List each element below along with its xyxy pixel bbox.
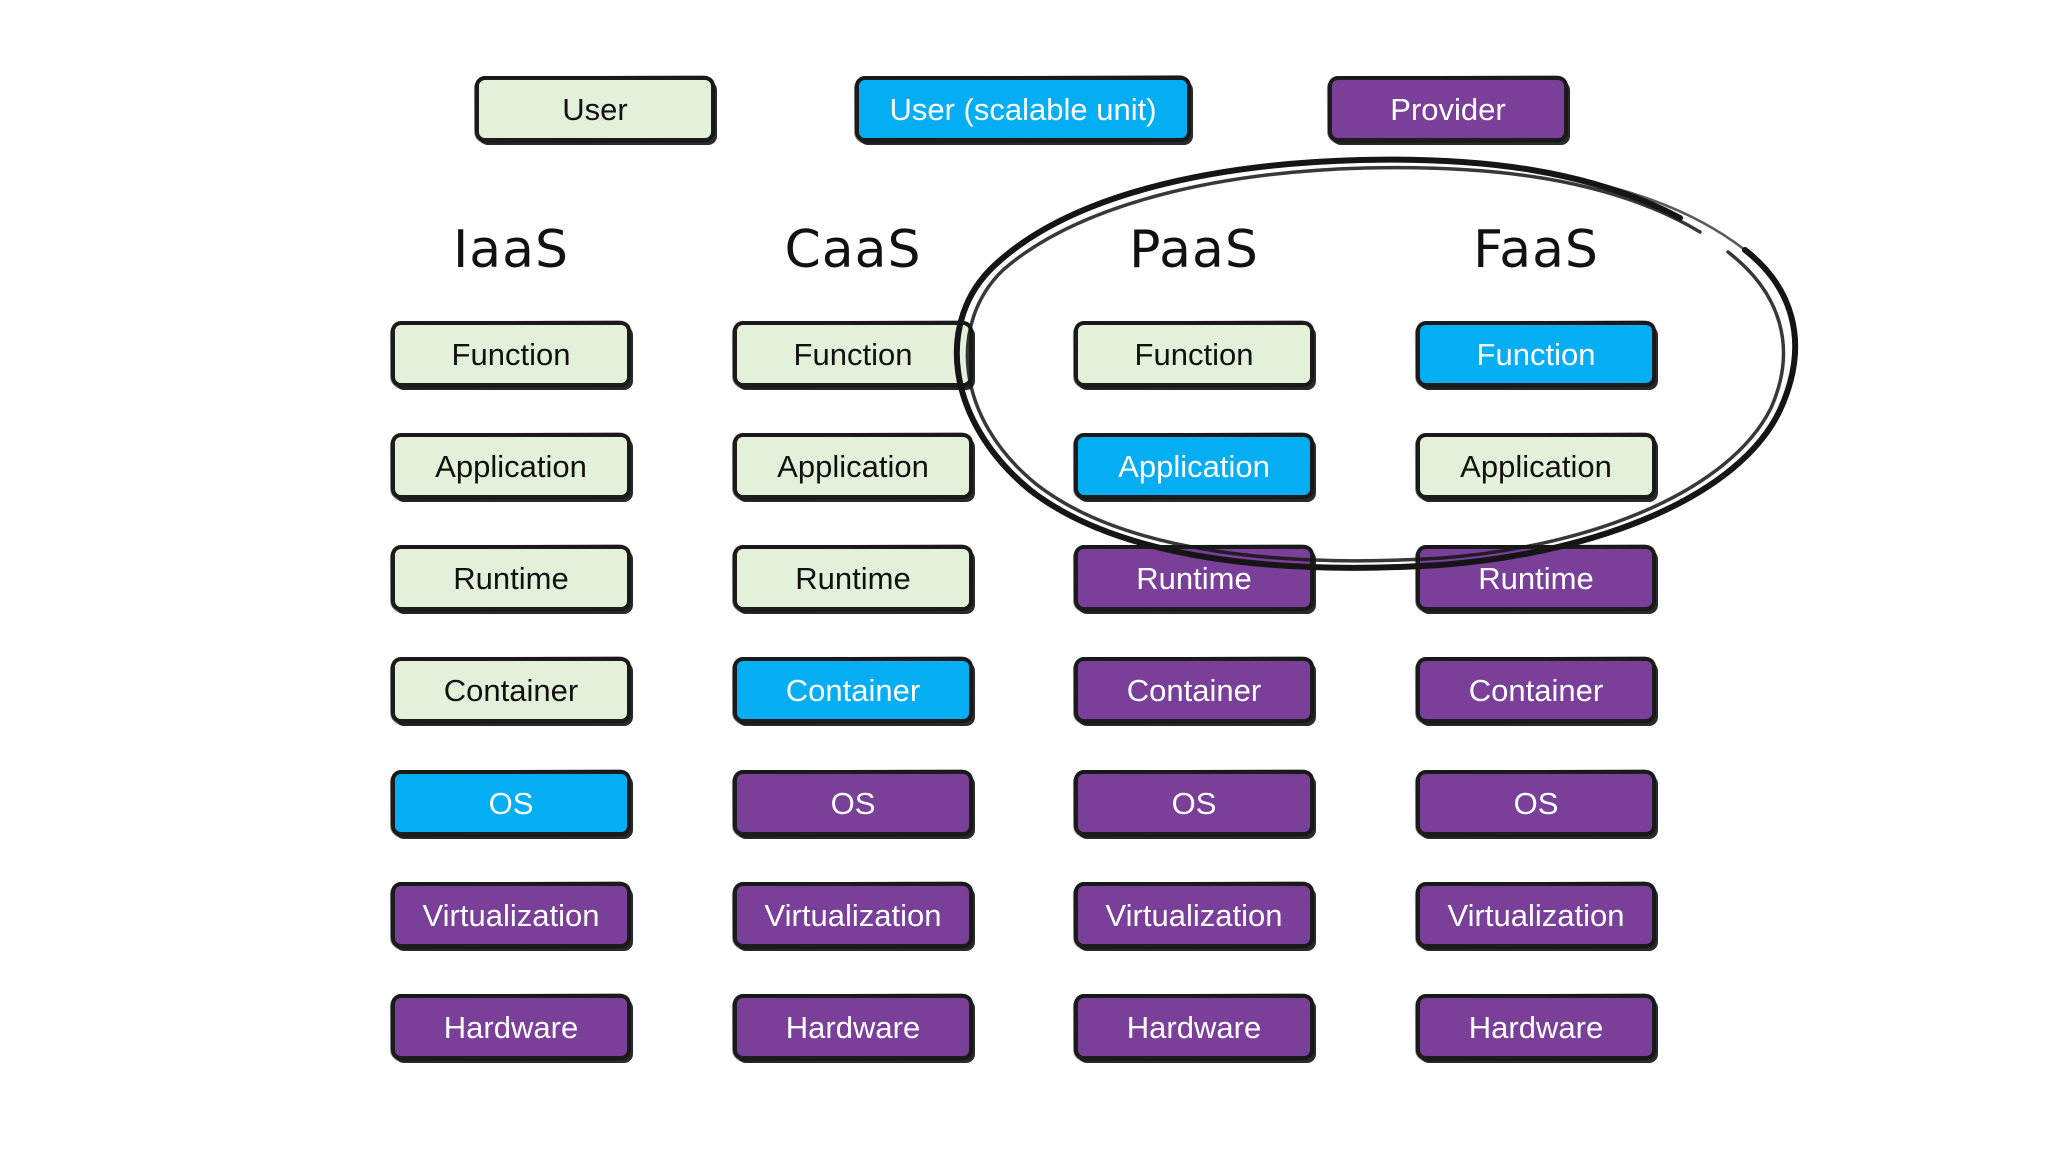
legend-user-label: User <box>562 91 628 127</box>
legend-user-scalable-unit: User (scalable unit) <box>855 76 1191 142</box>
layer-label: Hardware <box>1126 1009 1262 1045</box>
paas-layer-function: Function <box>1074 321 1314 387</box>
caas-layer-virtualization: Virtualization <box>733 882 973 948</box>
iaas-layer-runtime: Runtime <box>391 545 631 611</box>
legend-user: User <box>475 76 715 142</box>
layer-label: Hardware <box>785 1009 921 1045</box>
column-title-iaas: IaaS <box>452 220 570 280</box>
layer-label: OS <box>488 785 534 821</box>
layer-label: Function <box>451 336 571 372</box>
iaas-layer-application: Application <box>391 433 631 499</box>
faas-layer-virtualization: Virtualization <box>1416 882 1656 948</box>
layer-label: Function <box>1134 336 1254 372</box>
iaas-layer-hardware: Hardware <box>391 994 631 1060</box>
faas-layer-application: Application <box>1416 433 1656 499</box>
iaas-layer-os: OS <box>391 770 631 836</box>
column-title-faas: FaaS <box>1473 220 1599 280</box>
layer-label: Virtualization <box>764 897 942 933</box>
column-title-caas: CaaS <box>784 220 922 280</box>
faas-layer-hardware: Hardware <box>1416 994 1656 1060</box>
layer-label: Application <box>1460 448 1612 484</box>
paas-layer-virtualization: Virtualization <box>1074 882 1314 948</box>
column-title-paas: PaaS <box>1129 220 1259 280</box>
layer-label: Virtualization <box>1105 897 1283 933</box>
layer-label: Virtualization <box>422 897 600 933</box>
legend-scalable-label: User (scalable unit) <box>889 91 1157 127</box>
layer-label: Application <box>435 448 587 484</box>
layer-label: Application <box>1118 448 1270 484</box>
layer-label: Container <box>1126 672 1262 708</box>
layer-label: Virtualization <box>1447 897 1625 933</box>
iaas-layer-function: Function <box>391 321 631 387</box>
caas-layer-hardware: Hardware <box>733 994 973 1060</box>
caas-layer-function: Function <box>733 321 973 387</box>
paas-layer-container: Container <box>1074 657 1314 723</box>
faas-layer-runtime: Runtime <box>1416 545 1656 611</box>
layer-label: OS <box>830 785 876 821</box>
faas-layer-os: OS <box>1416 770 1656 836</box>
layer-label: Runtime <box>453 560 569 596</box>
layer-label: Runtime <box>795 560 911 596</box>
layer-label: OS <box>1171 785 1217 821</box>
layer-label: Hardware <box>1468 1009 1604 1045</box>
layer-label: Function <box>793 336 913 372</box>
legend-provider: Provider <box>1328 76 1568 142</box>
layer-label: Application <box>777 448 929 484</box>
layer-label: OS <box>1513 785 1559 821</box>
layer-label: Function <box>1476 336 1596 372</box>
layer-label: Container <box>785 672 921 708</box>
paas-layer-hardware: Hardware <box>1074 994 1314 1060</box>
faas-layer-function: Function <box>1416 321 1656 387</box>
layer-label: Container <box>443 672 579 708</box>
caas-layer-application: Application <box>733 433 973 499</box>
caas-layer-runtime: Runtime <box>733 545 973 611</box>
layer-label: Container <box>1468 672 1604 708</box>
iaas-layer-container: Container <box>391 657 631 723</box>
paas-layer-application: Application <box>1074 433 1314 499</box>
layer-label: Hardware <box>443 1009 579 1045</box>
paas-layer-runtime: Runtime <box>1074 545 1314 611</box>
paas-layer-os: OS <box>1074 770 1314 836</box>
layer-label: Runtime <box>1136 560 1252 596</box>
iaas-layer-virtualization: Virtualization <box>391 882 631 948</box>
faas-layer-container: Container <box>1416 657 1656 723</box>
layer-label: Runtime <box>1478 560 1594 596</box>
caas-layer-os: OS <box>733 770 973 836</box>
legend-provider-label: Provider <box>1390 91 1506 127</box>
caas-layer-container: Container <box>733 657 973 723</box>
